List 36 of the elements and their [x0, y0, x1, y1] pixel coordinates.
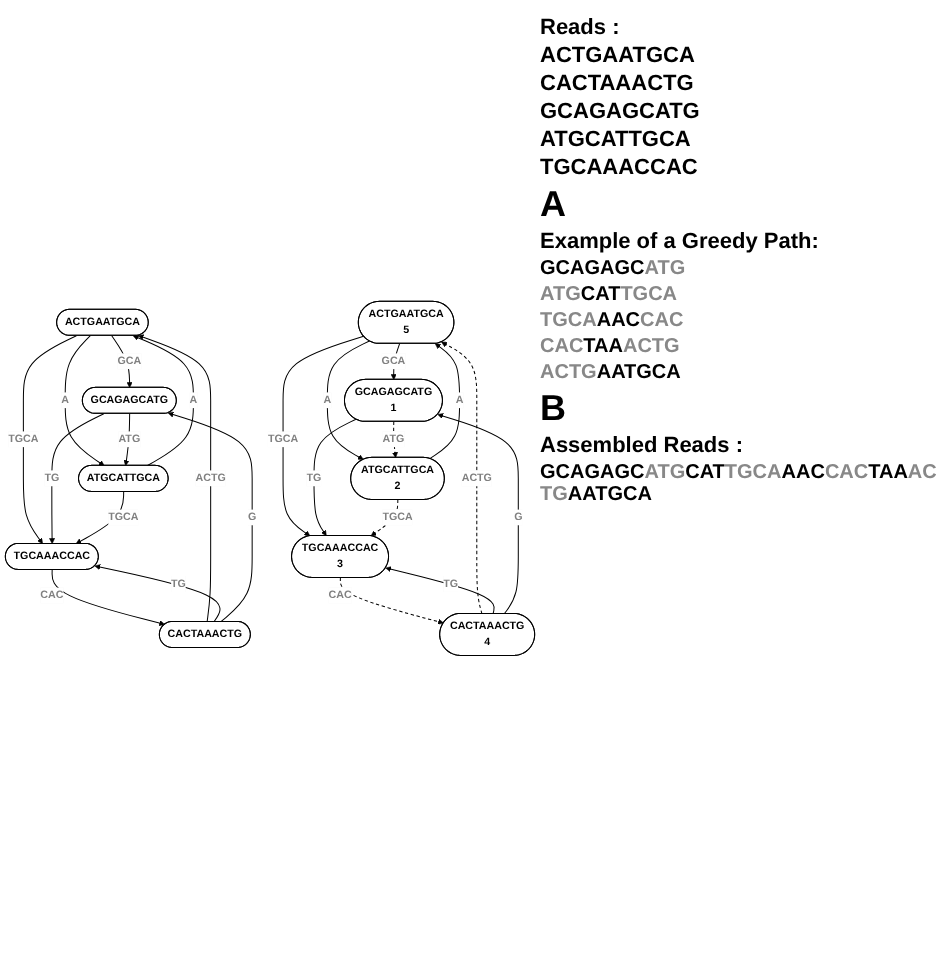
- arrow: [51, 569, 166, 627]
- arrow: [370, 499, 399, 537]
- read-text: Example of a Greedy Path:: [540, 230, 821, 254]
- read-text: Assembled Reads :: [540, 434, 745, 458]
- arrow: [111, 335, 133, 389]
- sequence-text: CACTAAACTG: [540, 336, 682, 358]
- arrow: [132, 335, 194, 467]
- arrow: [94, 564, 221, 623]
- arrow: [75, 491, 125, 545]
- arrow: [49, 413, 105, 545]
- panel-letter: A: [540, 184, 568, 226]
- arrow: [313, 419, 357, 537]
- read-text: ATGCATTGCA: [540, 128, 693, 152]
- read-text: Reads :: [540, 16, 622, 40]
- arrow: [137, 335, 212, 623]
- arrow: [282, 336, 365, 537]
- sequence-text: TGCAAACCAC: [540, 310, 686, 332]
- arrow: [437, 413, 519, 615]
- arrow: [385, 566, 495, 615]
- arrow: [339, 577, 444, 626]
- sequence-text: ATGCATTGCA: [540, 284, 680, 306]
- sequence-text: GCAGAGCATG: [540, 258, 688, 280]
- arrow: [22, 335, 77, 545]
- read-text: ACTGAATGCA: [540, 44, 697, 68]
- arrow: [441, 342, 483, 615]
- sequence-text: GCAGAGCATGCATTGCAAACCACTAAACTGAATGCA: [540, 462, 939, 506]
- arrow: [64, 335, 105, 467]
- arrow: [429, 343, 461, 460]
- arrow: [392, 421, 398, 459]
- arrow: [167, 412, 253, 623]
- sequence-text: ACTGAATGCA: [540, 362, 683, 384]
- read-text: GCAGAGCATG: [540, 100, 702, 124]
- arrow: [326, 341, 370, 461]
- read-text: CACTAAACTG: [540, 72, 696, 96]
- read-text: TGCAAACCAC: [540, 156, 700, 180]
- panel-letter: B: [540, 388, 568, 430]
